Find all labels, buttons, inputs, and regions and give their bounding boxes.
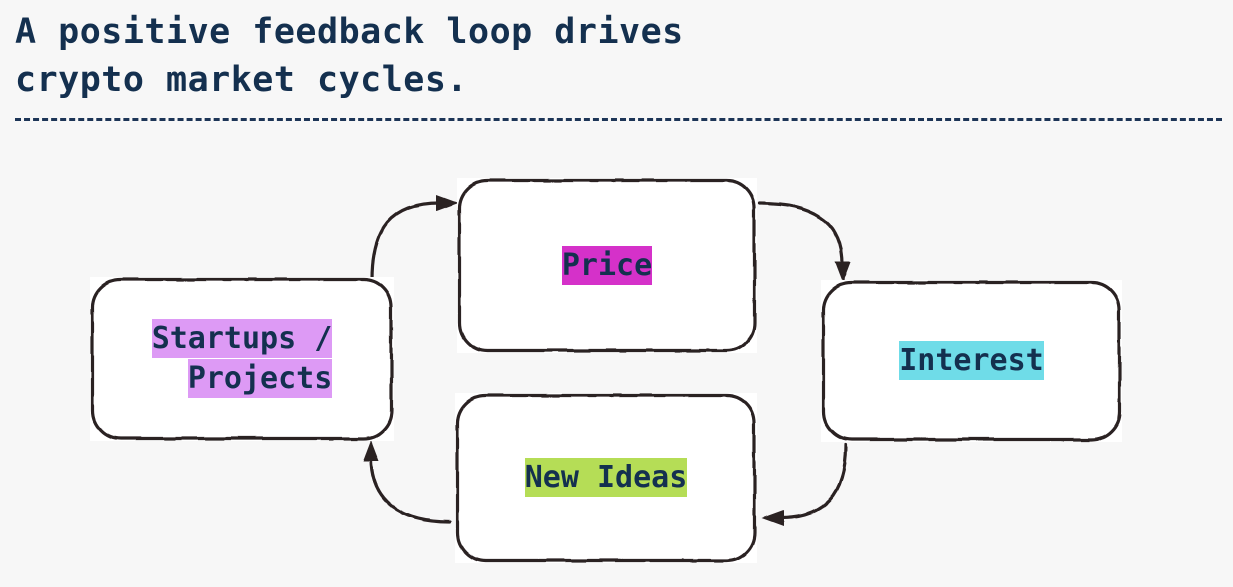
header: A positive feedback loop drives crypto m… <box>0 0 1233 125</box>
header-divider <box>15 118 1222 121</box>
edge-interest-to-newideas <box>762 443 848 526</box>
edge-startups-to-price <box>370 195 458 282</box>
page-title: A positive feedback loop drives crypto m… <box>15 12 684 100</box>
node-new-ideas[interactable]: New Ideas <box>455 393 757 563</box>
node-price-label: Price <box>561 245 653 286</box>
node-price-label-text: Price <box>561 245 653 285</box>
node-price[interactable]: Price <box>457 178 757 353</box>
edge-price-to-interest <box>758 201 851 283</box>
node-new-ideas-label: New Ideas <box>524 458 688 498</box>
node-startups-projects[interactable]: Startups / Projects <box>90 277 394 441</box>
node-interest-label: Interest <box>899 341 1044 381</box>
node-interest[interactable]: Interest <box>821 280 1122 442</box>
node-startups-label-text: Startups / Projects <box>151 319 333 398</box>
node-startups-label: Startups / Projects <box>151 319 333 399</box>
node-interest-label-text: Interest <box>899 341 1044 380</box>
diagram-edges <box>363 195 851 526</box>
feedback-loop-diagram: Startups / Projects Price Interest New I… <box>0 125 1233 587</box>
edge-newideas-to-startups <box>363 440 452 524</box>
node-new-ideas-label-text: New Ideas <box>524 458 688 497</box>
